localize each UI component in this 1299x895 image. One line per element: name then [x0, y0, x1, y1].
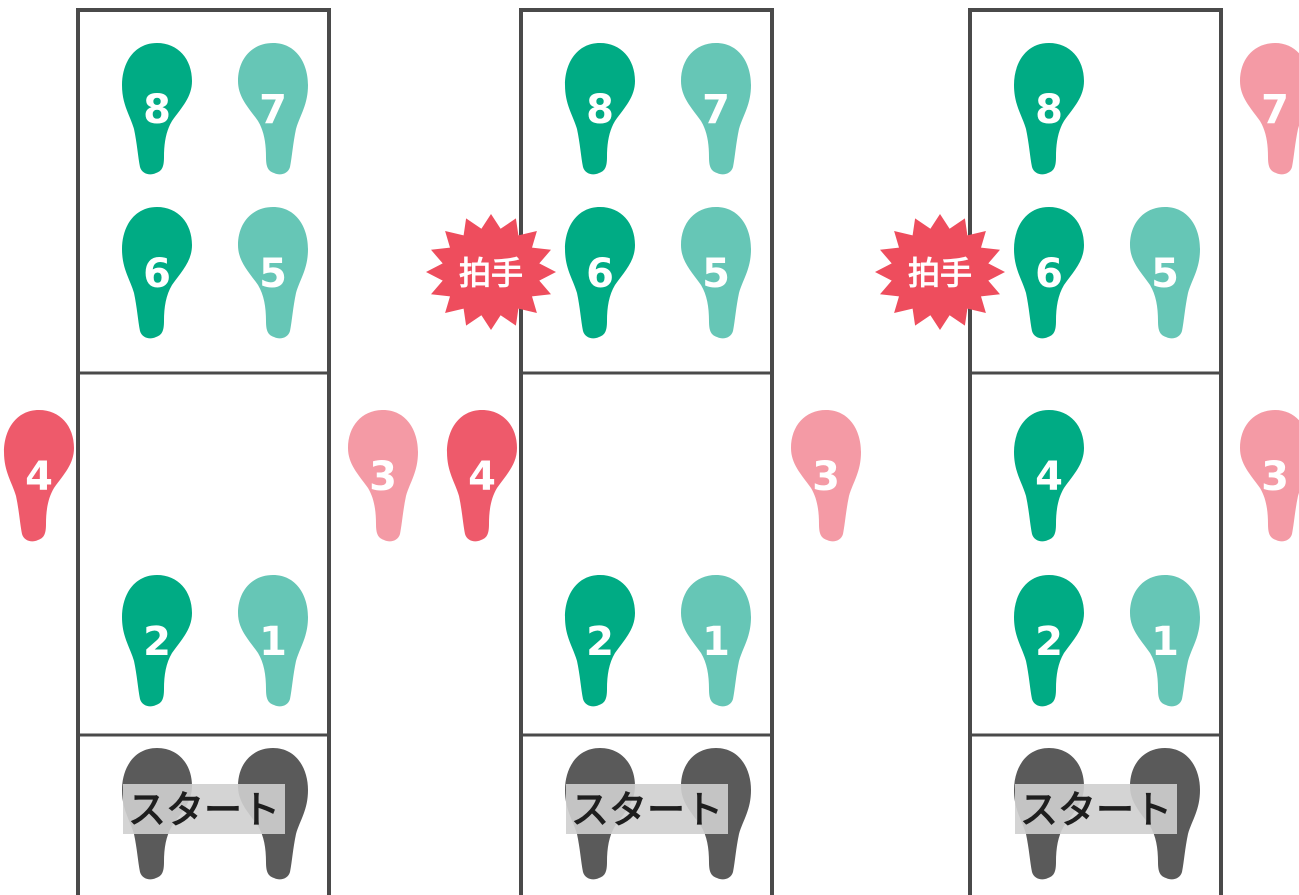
step-number-6: 6 [586, 251, 614, 297]
footprint-shape [681, 207, 751, 339]
footprint-step-5: 5 [1130, 207, 1200, 339]
step-number-2: 2 [143, 619, 171, 665]
step-number-7: 7 [1261, 87, 1289, 133]
footprint-step-8: 8 [565, 43, 635, 175]
footprint-shape [1240, 43, 1299, 175]
footprint-shape [122, 207, 192, 339]
footprint-shape [565, 43, 635, 175]
footprint-step-3: 3 [1240, 410, 1299, 542]
footprint-step-6: 6 [1014, 207, 1084, 339]
step-number-1: 1 [1151, 619, 1179, 665]
step-number-3: 3 [812, 454, 840, 500]
footprint-shape [1014, 207, 1084, 339]
step-number-8: 8 [586, 87, 614, 133]
start-label-box [566, 784, 728, 834]
footprint-step-2: 2 [1014, 575, 1084, 707]
footprint-step-1: 1 [681, 575, 751, 707]
footprint-step-2: 2 [565, 575, 635, 707]
start-label-box [1015, 784, 1177, 834]
panel-3 [968, 8, 1223, 895]
step-number-2: 2 [1035, 619, 1063, 665]
step-number-8: 8 [1035, 87, 1063, 133]
footprint-step-7: 7 [1240, 43, 1299, 175]
footprint-shape [122, 575, 192, 707]
footprint-step-6: 6 [122, 207, 192, 339]
footprint-step-1: 1 [1130, 575, 1200, 707]
footprint-shape [565, 575, 635, 707]
burst-shape [875, 214, 1005, 330]
footprint-step-4: 4 [447, 410, 517, 542]
footprint-shape [4, 410, 74, 542]
footprint-shape [447, 410, 517, 542]
track-frame [968, 8, 1223, 895]
footprint-shape [681, 43, 751, 175]
footprint-step-4: 4 [1014, 410, 1084, 542]
footprint-step-8: 8 [122, 43, 192, 175]
step-number-7: 7 [259, 87, 287, 133]
footprints-layer: スタート 1 2 3 4 5 6 7 8 スタート 1 2 3 4 5 6 7 8 スタート 1 2 3 4 5 6 7 8 [4, 43, 1299, 880]
step-number-2: 2 [586, 619, 614, 665]
footprint-shape [565, 207, 635, 339]
track-frame [76, 8, 331, 895]
footprint-step-5: 5 [681, 207, 751, 339]
footprint-shape [348, 410, 418, 542]
footprint-shape [1240, 410, 1299, 542]
step-number-6: 6 [143, 251, 171, 297]
start-zone: スタート [565, 748, 751, 880]
clap-burst: 拍手 [875, 214, 1005, 330]
footprint-step-5: 5 [238, 207, 308, 339]
step-number-3: 3 [369, 454, 397, 500]
step-number-5: 5 [259, 251, 287, 297]
start-zone: スタート [1014, 748, 1200, 880]
footprint-step-4: 4 [4, 410, 74, 542]
footprint-step-2: 2 [122, 575, 192, 707]
clap-burst: 拍手 [426, 214, 556, 330]
frames-layer [76, 8, 1223, 895]
footprint-step-3: 3 [791, 410, 861, 542]
step-number-4: 4 [25, 454, 53, 500]
step-number-5: 5 [702, 251, 730, 297]
burst-shape [426, 214, 556, 330]
step-number-1: 1 [702, 619, 730, 665]
footprint-shape [1130, 575, 1200, 707]
step-number-8: 8 [143, 87, 171, 133]
footprint-shape [1014, 43, 1084, 175]
step-number-5: 5 [1151, 251, 1179, 297]
footprint-shape [1130, 207, 1200, 339]
footprint-step-3: 3 [348, 410, 418, 542]
footprint-step-7: 7 [238, 43, 308, 175]
clap-label: 拍手 [908, 254, 972, 292]
start-label: スタート [571, 788, 723, 832]
start-label: スタート [128, 788, 280, 832]
footprint-shape [122, 43, 192, 175]
labels-layer: 拍手 拍手 [426, 214, 1005, 330]
footprint-step-7: 7 [681, 43, 751, 175]
footprint-step-8: 8 [1014, 43, 1084, 175]
footprint-step-1: 1 [238, 575, 308, 707]
footprint-shape [238, 575, 308, 707]
footprint-shape [238, 207, 308, 339]
footprint-shape [681, 575, 751, 707]
footprint-shape [238, 43, 308, 175]
step-number-4: 4 [1035, 454, 1063, 500]
footprint-shape [791, 410, 861, 542]
clap-label: 拍手 [459, 254, 523, 292]
step-number-7: 7 [702, 87, 730, 133]
step-number-4: 4 [468, 454, 496, 500]
footprint-step-6: 6 [565, 207, 635, 339]
track-frame [519, 8, 774, 895]
footprint-shape [1014, 410, 1084, 542]
step-number-3: 3 [1261, 454, 1289, 500]
start-zone: スタート [122, 748, 308, 880]
start-label-box [123, 784, 285, 834]
panel-1 [76, 8, 331, 895]
start-label: スタート [1020, 788, 1172, 832]
step-number-1: 1 [259, 619, 287, 665]
step-number-6: 6 [1035, 251, 1063, 297]
footprint-shape [1014, 575, 1084, 707]
panel-2 [519, 8, 774, 895]
